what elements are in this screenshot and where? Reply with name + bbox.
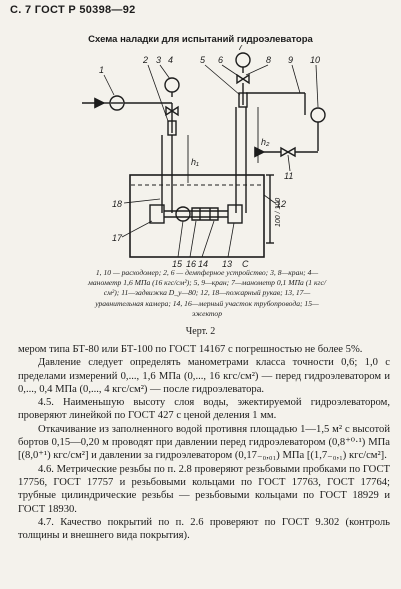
label-4: 4 [168,55,173,65]
label-dimension: 100 / 100 [275,198,282,227]
figure-title: Схема наладки для испытаний гидроэлевато… [88,34,313,45]
equalizing-chamber-17 [227,204,243,224]
label-17: 17 [112,233,123,243]
label-14: 14 [198,259,208,267]
paragraph: 4.5. Наименьшую высоту слоя воды, эжекти… [18,397,390,422]
valve-8 [236,73,250,85]
paragraph: 4.6. Метрические резьбы по п. 2.8 провер… [18,463,390,515]
figure-caption: 1, 10 — расходомер; 2, 6 — демпферное ус… [88,268,326,318]
body-text: мером типа БТ-80 или БТ-100 по ГОСТ 1416… [18,343,390,542]
ejector-15 [175,206,191,222]
equalizing-chamber-13 [149,204,165,224]
flowmeter-10 [310,107,326,123]
label-5: 5 [200,55,206,65]
label-8: 8 [266,55,271,65]
ejector-body [191,207,219,221]
page-header: С. 7 ГОСТ Р 50398—92 [10,4,136,16]
label-7: 7 [238,45,244,52]
label-9: 9 [288,55,293,65]
paragraph: Давление следует определять манометрами … [18,357,390,395]
label-h1: h₁ [191,157,199,167]
label-10: 10 [310,55,320,65]
paragraph: Откачивание из заполненного водой против… [18,423,390,462]
label-1: 1 [99,65,104,75]
label-h2: h₂ [261,137,270,147]
paragraph: 4.7. Качество покрытий по п. 2.6 проверя… [18,516,390,542]
water-tank [129,174,265,258]
label-2: 2 [142,55,148,65]
damper-6 [238,92,248,108]
label-13: 13 [222,259,232,267]
label-16: 16 [186,259,196,267]
label-15: 15 [172,259,183,267]
label-12: 12 [276,199,286,209]
label-3: 3 [156,55,161,65]
paragraph: мером типа БТ-80 или БТ-100 по ГОСТ 1416… [18,344,363,355]
figure-number: Черт. 2 [185,326,216,337]
valve-3 [165,105,179,117]
manometer-4 [164,77,180,93]
hydroelevator-test-scheme: 1 2 3 4 5 6 7 8 9 10 11 12 13 14 15 16 1… [82,45,326,267]
label-18: 18 [112,199,122,209]
gate-valve-11 [280,146,296,158]
label-6: 6 [218,55,223,65]
label-11: 11 [284,171,293,181]
label-c: С [242,259,249,267]
manometer-7 [235,52,251,68]
